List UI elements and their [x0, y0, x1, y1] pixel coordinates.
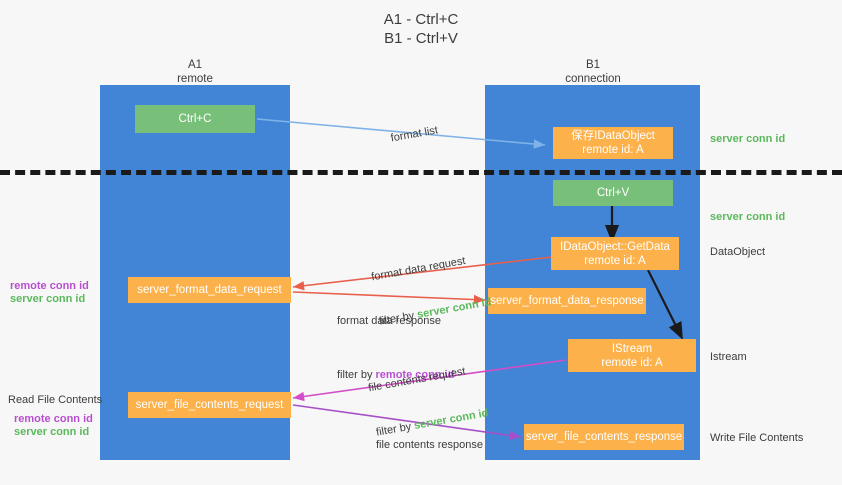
note-server-conn-id-lower: server conn id [14, 426, 90, 438]
note-dataobject: DataObject [710, 246, 766, 258]
node-istream[interactable]: IStream remote id: A [568, 339, 696, 372]
note-server-conn-id-top: server conn id [710, 133, 786, 145]
node-idataobject-save[interactable]: 保存IDataObject remote id: A [553, 127, 673, 159]
note-remote-conn-id-upper: remote conn id [10, 280, 89, 292]
edge-label-file-contents-response-text: file contents response [376, 439, 484, 451]
filter-prefix: filter by [337, 369, 376, 381]
edge-label-format-data-request-text: format data request [370, 254, 467, 284]
note-server-conn-id-upper: server conn id [10, 293, 86, 305]
node-server-format-data-response[interactable]: server_format_data_response [488, 288, 646, 314]
edge-label-file-contents-request-text: file contents request [367, 365, 467, 395]
lane-label-a1: A1 remote [177, 59, 213, 85]
lane-label-b1: B1 connection [565, 59, 621, 85]
diagram-title: A1 - Ctrl+C B1 - Ctrl+V [383, 11, 459, 47]
edge-label-format-data-response-filter: filter by remote conn id [337, 368, 454, 383]
node-server-format-data-request[interactable]: server_format_data_request [128, 277, 291, 303]
edge-label-format-data-response: format data response filter by remote co… [337, 284, 454, 413]
node-server-file-contents-request[interactable]: server_file_contents_request [128, 392, 291, 418]
node-server-file-contents-response[interactable]: server_file_contents_response [524, 424, 684, 450]
edge-label-file-contents-response: file contents response filter by remote … [376, 408, 483, 485]
node-ctrl-v[interactable]: Ctrl+V [553, 180, 673, 206]
note-istream: Istream [710, 351, 747, 363]
node-idataobject-getdata[interactable]: IDataObject::GetData remote id: A [551, 237, 679, 270]
node-ctrl-c[interactable]: Ctrl+C [135, 105, 255, 133]
phase-divider [0, 170, 842, 175]
note-server-conn-id-second: server conn id [710, 211, 786, 223]
note-write-file-contents: Write File Contents [710, 432, 804, 444]
note-remote-conn-id-lower: remote conn id [14, 413, 93, 425]
edge-label-format-list-text: format list [389, 124, 439, 145]
note-read-file-contents: Read File Contents [8, 394, 103, 406]
filter-value-remote-conn-id: remote conn id [375, 369, 455, 381]
edge-label-format-list: format list [375, 109, 442, 164]
edge-label-format-data-response-text: format data response [337, 315, 441, 327]
